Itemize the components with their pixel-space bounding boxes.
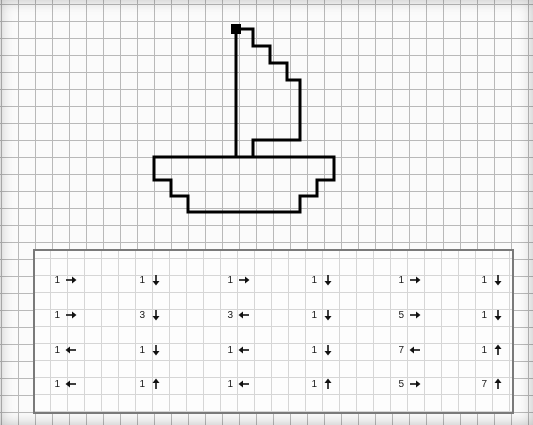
arrow-right-icon [409, 309, 421, 321]
step-count: 7 [479, 379, 487, 390]
command-cell: 5 [396, 378, 421, 390]
arrow-right-icon [65, 274, 77, 286]
command-cell: 1 [52, 344, 77, 356]
arrow-right-icon [409, 378, 421, 390]
arrow-up-icon [492, 378, 504, 390]
step-count: 1 [52, 275, 60, 286]
step-count: 1 [309, 379, 317, 390]
arrow-left-icon [65, 344, 77, 356]
step-count: 1 [137, 275, 145, 286]
step-count: 7 [396, 345, 404, 356]
arrow-down-icon [150, 344, 162, 356]
command-cell: 1 [137, 274, 162, 286]
command-cell: 1 [309, 378, 334, 390]
command-cell: 7 [396, 344, 421, 356]
sail-outline [236, 29, 300, 157]
arrow-up-icon [492, 344, 504, 356]
command-cell: 3 [225, 309, 250, 321]
start-point-marker [231, 24, 241, 34]
arrow-down-icon [150, 309, 162, 321]
command-cell: 1 [137, 344, 162, 356]
command-cell: 1 [52, 378, 77, 390]
command-cell: 1 [225, 344, 250, 356]
step-count: 1 [137, 379, 145, 390]
arrow-left-icon [238, 344, 250, 356]
step-count: 3 [225, 310, 233, 321]
command-cell: 3 [137, 309, 162, 321]
arrow-down-icon [322, 274, 334, 286]
arrow-down-icon [492, 274, 504, 286]
arrow-right-icon [65, 309, 77, 321]
arrow-up-icon [150, 378, 162, 390]
command-cell: 1 [309, 274, 334, 286]
command-cell: 1 [225, 274, 250, 286]
step-count: 5 [396, 379, 404, 390]
command-cell: 1 [479, 309, 504, 321]
step-count: 1 [225, 345, 233, 356]
command-cell: 1 [479, 274, 504, 286]
sailboat-drawing [0, 0, 533, 245]
step-count: 1 [137, 345, 145, 356]
command-cell: 1 [309, 309, 334, 321]
arrow-down-icon [492, 309, 504, 321]
hull-outline [154, 157, 334, 212]
instructions-panel: 1 1 1 1 1 1 1 3 3 1 5 1 1 1 1 1 7 1 1 1 1 1 5 7 [33, 249, 514, 414]
step-count: 5 [396, 310, 404, 321]
command-cell: 1 [137, 378, 162, 390]
command-cell: 1 [479, 344, 504, 356]
command-cell: 1 [225, 378, 250, 390]
command-cell: 1 [52, 309, 77, 321]
arrow-up-icon [322, 378, 334, 390]
arrow-left-icon [409, 344, 421, 356]
step-count: 3 [137, 310, 145, 321]
command-cell: 1 [309, 344, 334, 356]
step-count: 1 [309, 345, 317, 356]
step-count: 1 [309, 310, 317, 321]
step-count: 1 [309, 275, 317, 286]
step-count: 1 [52, 310, 60, 321]
arrow-down-icon [150, 274, 162, 286]
arrow-left-icon [238, 378, 250, 390]
step-count: 1 [479, 310, 487, 321]
arrow-down-icon [322, 309, 334, 321]
step-count: 1 [52, 345, 60, 356]
arrow-right-icon [409, 274, 421, 286]
step-count: 1 [225, 379, 233, 390]
arrow-left-icon [238, 309, 250, 321]
command-cell: 7 [479, 378, 504, 390]
arrow-left-icon [65, 378, 77, 390]
command-cell: 1 [396, 274, 421, 286]
command-cell: 1 [52, 274, 77, 286]
arrow-down-icon [322, 344, 334, 356]
step-count: 1 [52, 379, 60, 390]
command-cell: 5 [396, 309, 421, 321]
arrow-right-icon [238, 274, 250, 286]
step-count: 1 [396, 275, 404, 286]
step-count: 1 [479, 345, 487, 356]
step-count: 1 [479, 275, 487, 286]
step-count: 1 [225, 275, 233, 286]
